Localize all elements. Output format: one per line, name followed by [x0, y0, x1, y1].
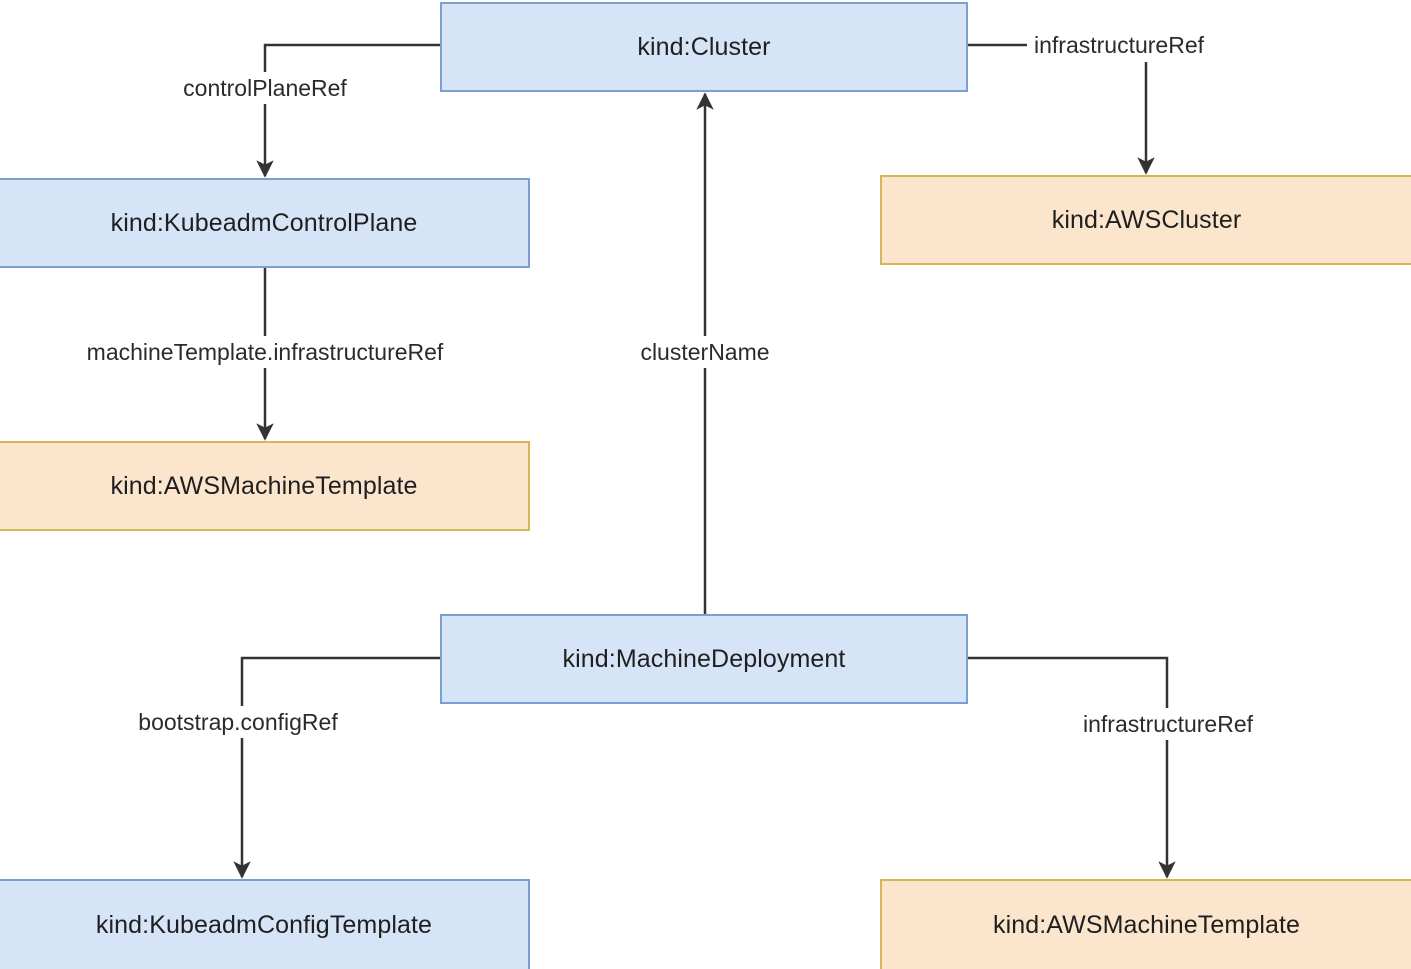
edge-label-infrastructure-ref-cluster: infrastructureRef [1028, 31, 1210, 59]
node-aws-cluster-label: kind:AWSCluster [1051, 206, 1242, 234]
edge-label-cluster-name: clusterName [635, 338, 775, 366]
edge-label-bootstrap-config-ref: bootstrap.configRef [133, 708, 343, 736]
node-aws-machine-template-machine-deployment[interactable]: kind:AWSMachineTemplate [880, 879, 1411, 969]
node-cluster[interactable]: kind:Cluster [440, 2, 968, 92]
edge-cluster-to-control-plane [256, 43, 440, 178]
node-machine-deployment[interactable]: kind:MachineDeployment [440, 614, 968, 704]
node-aws-machine-template-control-plane[interactable]: kind:AWSMachineTemplate [0, 441, 530, 531]
node-cluster-label: kind:Cluster [637, 33, 771, 61]
node-machine-deployment-label: kind:MachineDeployment [562, 645, 846, 673]
node-kubeadm-config-template[interactable]: kind:KubeadmConfigTemplate [0, 879, 530, 969]
node-kubeadm-control-plane-label: kind:KubeadmControlPlane [110, 209, 418, 237]
edge-cluster-to-aws-cluster [968, 43, 1155, 175]
node-aws-cluster[interactable]: kind:AWSCluster [880, 175, 1411, 265]
node-aws-machine-template-control-plane-label: kind:AWSMachineTemplate [110, 472, 418, 500]
edge-label-machine-template-infrastructure-ref: machineTemplate.infrastructureRef [81, 338, 449, 366]
node-aws-machine-template-machine-deployment-label: kind:AWSMachineTemplate [992, 911, 1301, 939]
edge-machine-deployment-to-aws-template [968, 656, 1176, 879]
edge-label-infrastructure-ref-machine-deployment: infrastructureRef [1077, 710, 1259, 738]
node-kubeadm-control-plane[interactable]: kind:KubeadmControlPlane [0, 178, 530, 268]
node-kubeadm-config-template-label: kind:KubeadmConfigTemplate [95, 911, 433, 939]
edge-machine-deployment-to-config-template [233, 656, 440, 879]
edge-label-control-plane-ref: controlPlaneRef [178, 74, 352, 102]
